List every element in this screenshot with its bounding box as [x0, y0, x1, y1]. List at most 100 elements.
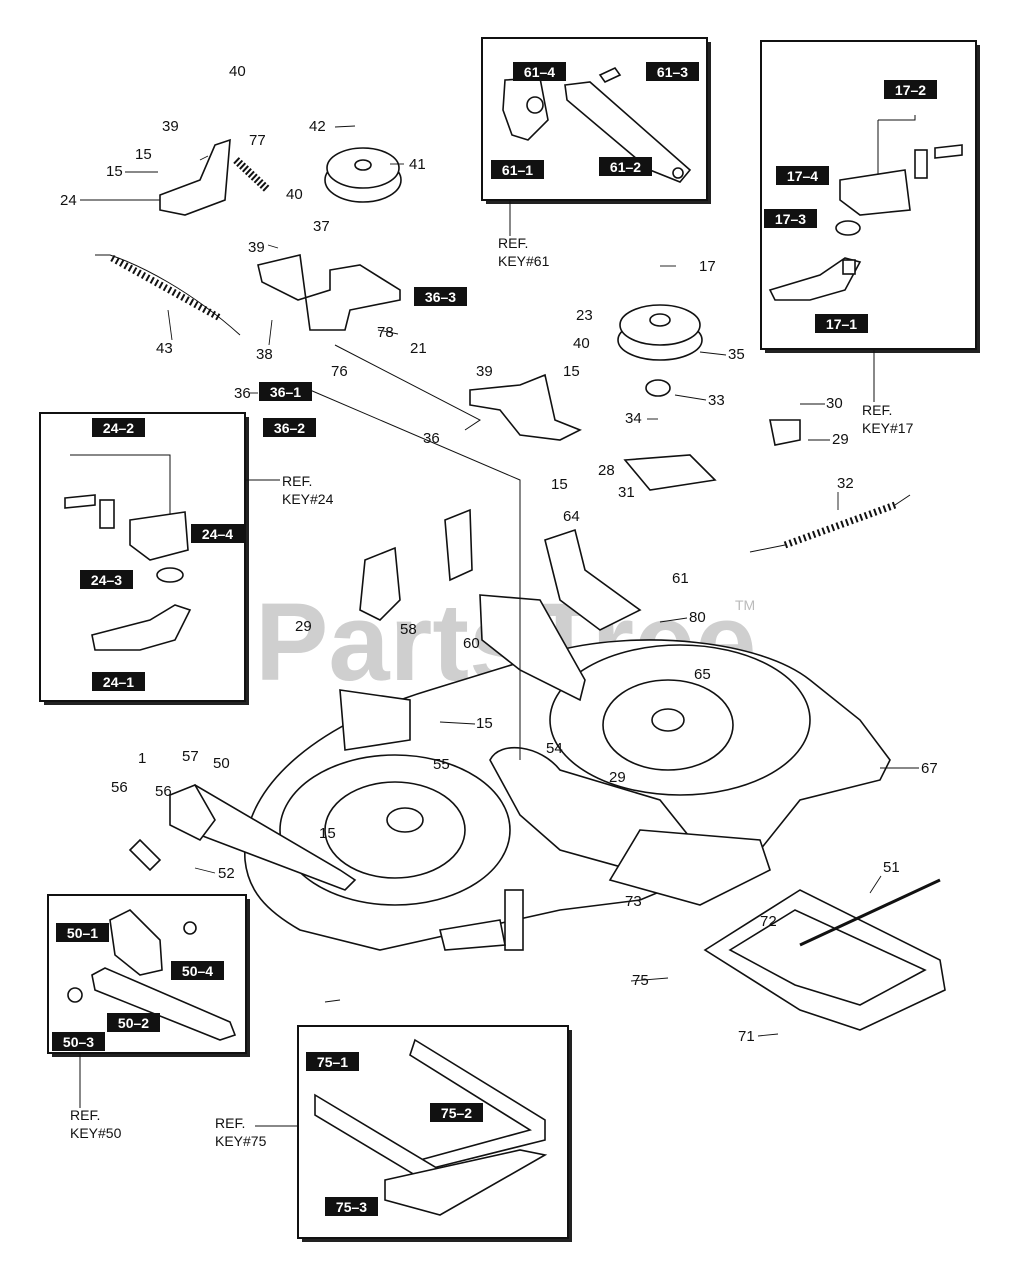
ref-key-50: REF. KEY#50 — [70, 1053, 122, 1141]
callout: 60 — [463, 635, 480, 652]
tag-75-3: 75–3 — [325, 1197, 378, 1216]
callout: 54 — [546, 740, 563, 757]
upper-parts — [128, 138, 801, 891]
svg-text:36–3: 36–3 — [425, 289, 456, 305]
svg-text:REF.: REF. — [70, 1107, 100, 1123]
callout: 15 — [106, 163, 123, 180]
tag-36-2: 36–2 — [263, 418, 316, 437]
callout: 64 — [563, 508, 580, 525]
svg-text:36–1: 36–1 — [270, 384, 301, 400]
callout: 78 — [377, 324, 394, 341]
callout: 23 — [576, 307, 593, 324]
svg-text:50–3: 50–3 — [63, 1034, 94, 1050]
callout: 55 — [433, 756, 450, 773]
svg-text:75–3: 75–3 — [336, 1199, 367, 1215]
svg-text:REF.: REF. — [862, 402, 892, 418]
svg-text:REF.: REF. — [282, 473, 312, 489]
leader-lines — [80, 125, 919, 1037]
callout: 29 — [832, 431, 849, 448]
tag-17-4: 17–4 — [776, 166, 829, 185]
callout: 57 — [182, 748, 199, 765]
tag-61-4: 61–4 — [513, 62, 566, 81]
callout: 72 — [760, 913, 777, 930]
callout: 80 — [689, 609, 706, 626]
svg-text:61–4: 61–4 — [524, 64, 555, 80]
callout: 21 — [410, 340, 427, 357]
callout: 30 — [826, 395, 843, 412]
callout: 77 — [249, 132, 266, 149]
callout: 17 — [699, 258, 716, 275]
tag-50-1: 50–1 — [56, 923, 109, 942]
callout: 41 — [409, 156, 426, 173]
svg-text:REF.: REF. — [215, 1115, 245, 1131]
callout: 76 — [331, 363, 348, 380]
callout: 40 — [229, 63, 246, 80]
callout: 73 — [625, 893, 642, 910]
inset-box-17 — [760, 40, 980, 353]
tag-36-1: 36–1 — [259, 382, 312, 401]
tag-36-3: 36–3 — [414, 287, 467, 306]
callout: 58 — [400, 621, 417, 638]
svg-text:17–3: 17–3 — [775, 211, 806, 227]
callout: 36 — [423, 430, 440, 447]
svg-text:KEY#24: KEY#24 — [282, 491, 334, 507]
svg-text:17–1: 17–1 — [826, 316, 857, 332]
svg-text:KEY#75: KEY#75 — [215, 1133, 267, 1149]
tag-50-3: 50–3 — [52, 1032, 105, 1051]
callout: 32 — [837, 475, 854, 492]
tag-75-2: 75–2 — [430, 1103, 483, 1122]
callout: 24 — [60, 192, 77, 209]
svg-text:24–1: 24–1 — [103, 674, 134, 690]
ref-key-17: REF. KEY#17 — [862, 349, 914, 436]
svg-text:75–1: 75–1 — [317, 1054, 348, 1070]
svg-text:36–2: 36–2 — [274, 420, 305, 436]
callout: 67 — [921, 760, 938, 777]
svg-text:REF.: REF. — [498, 235, 528, 251]
callout: 15 — [476, 715, 493, 732]
callout: 29 — [295, 618, 312, 635]
callout: 29 — [609, 769, 626, 786]
svg-text:61–3: 61–3 — [657, 64, 688, 80]
svg-text:KEY#61: KEY#61 — [498, 253, 550, 269]
callout: 40 — [286, 186, 303, 203]
callout: 39 — [476, 363, 493, 380]
tag-24-3: 24–3 — [80, 570, 133, 589]
watermark-tm: TM — [735, 597, 755, 613]
ref-key-24: REF. KEY#24 — [245, 473, 334, 507]
tag-17-1: 17–1 — [815, 314, 868, 333]
tag-24-4: 24–4 — [191, 524, 244, 543]
tag-50-4: 50–4 — [171, 961, 224, 980]
svg-text:50–2: 50–2 — [118, 1015, 149, 1031]
tag-24-2: 24–2 — [92, 418, 145, 437]
callout: 51 — [883, 859, 900, 876]
springs-and-rods — [95, 157, 911, 1003]
callout: 34 — [625, 410, 642, 427]
callout: 52 — [218, 865, 235, 882]
callout: 15 — [551, 476, 568, 493]
inset-box-24 — [39, 412, 249, 705]
callout: 42 — [309, 118, 326, 135]
callout: 38 — [256, 346, 273, 363]
svg-text:75–2: 75–2 — [441, 1105, 472, 1121]
ref-key-75: REF. KEY#75 — [215, 1115, 298, 1149]
tag-61-1: 61–1 — [491, 160, 544, 179]
svg-text:24–2: 24–2 — [103, 420, 134, 436]
callout: 61 — [672, 570, 689, 587]
svg-text:KEY#50: KEY#50 — [70, 1125, 122, 1141]
callout: 35 — [728, 346, 745, 363]
callout: 50 — [213, 755, 230, 772]
tag-17-3: 17–3 — [764, 209, 817, 228]
callout: 71 — [738, 1028, 755, 1045]
callout: 28 — [598, 462, 615, 479]
callout: 56 — [111, 779, 128, 796]
callout: 39 — [248, 239, 265, 256]
tag-24-1: 24–1 — [92, 672, 145, 691]
svg-text:24–4: 24–4 — [202, 526, 233, 542]
svg-text:50–1: 50–1 — [67, 925, 98, 941]
callout: 1 — [138, 750, 146, 767]
svg-text:KEY#17: KEY#17 — [862, 420, 914, 436]
svg-text:61–1: 61–1 — [502, 162, 533, 178]
callout: 43 — [156, 340, 173, 357]
